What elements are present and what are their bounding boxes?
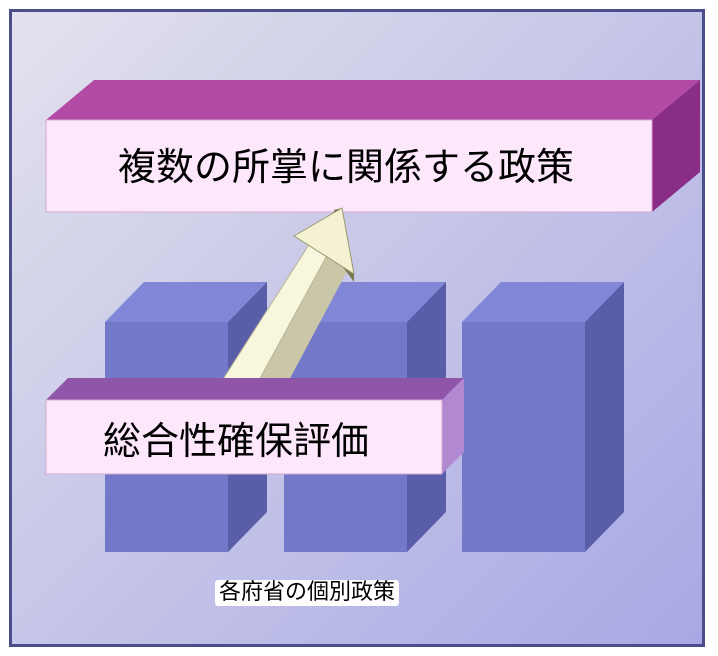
diagram-canvas (45, 80, 700, 552)
top-box-front-face (45, 119, 653, 213)
up-arrow-icon (219, 207, 355, 385)
middle-box-top-face (46, 378, 464, 400)
bar-3-side (585, 282, 624, 552)
bar-3-top (462, 282, 624, 322)
arrow-shaft-shade (257, 250, 352, 384)
top-box-label: 複数の所掌に関係する政策 (117, 145, 574, 189)
top-box (45, 80, 700, 213)
middle-box-side-face (442, 378, 464, 474)
bottom-caption: 各府省の個別政策 (215, 580, 400, 606)
diagram-frame: 複数の所掌に関係する政策 総合性確保評価 各府省の個別政策 (9, 9, 705, 647)
bar-1-top (105, 282, 267, 322)
bar-3-front (462, 322, 585, 552)
middle-box-label: 総合性確保評価 (102, 419, 369, 463)
top-box-top-face (46, 80, 700, 120)
bar-3 (462, 282, 624, 552)
arrow-head (293, 207, 355, 276)
middle-box-front-face (45, 399, 443, 475)
top-box-side-face (652, 80, 700, 212)
middle-box (45, 378, 464, 475)
